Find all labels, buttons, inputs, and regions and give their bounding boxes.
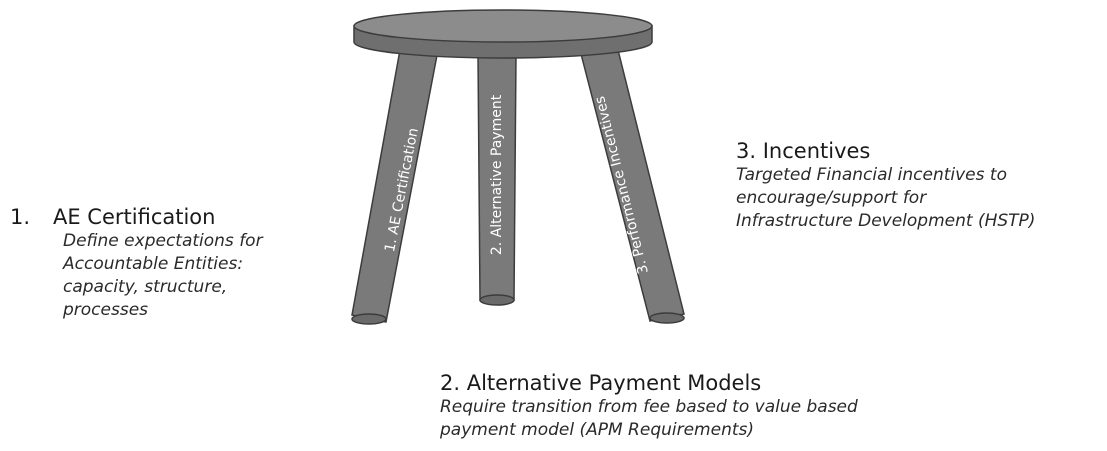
- pillar-ae-line: Define expectations for: [63, 231, 263, 251]
- pillar-ae-line: capacity, structure,: [63, 277, 228, 297]
- pillar-incentives-line: encourage/support for: [736, 188, 927, 208]
- pillar-incentives: 3. Incentives Targeted Financial incenti…: [736, 138, 1035, 233]
- pillar-apm-heading: 2. Alternative Payment Models: [440, 370, 858, 396]
- pillar-incentives-title: Incentives: [762, 139, 871, 163]
- stool-leg-left-foot: [351, 313, 387, 325]
- pillar-incentives-line: Infrastructure Development (HSTP): [736, 211, 1036, 231]
- stool-seat-top: [353, 9, 653, 43]
- pillar-ae-line: Accountable Entities:: [63, 254, 244, 274]
- pillar-incentives-heading: 3. Incentives: [736, 138, 1035, 164]
- pillar-ae-certification: 1. AE Certification Define expectations f…: [10, 204, 263, 322]
- pillar-incentives-number: 3.: [736, 139, 757, 163]
- pillar-incentives-line: Targeted Financial incentives to: [736, 165, 1007, 185]
- pillar-apm-number: 2.: [440, 371, 461, 395]
- leg-label-alternative-payment: 2. Alternative Payment: [489, 94, 505, 255]
- pillar-ae-title: AE Certification: [53, 205, 216, 229]
- pillar-apm-line: Require transition from fee based to val…: [440, 397, 858, 417]
- stool-leg-middle-foot: [479, 294, 515, 306]
- stool-leg-right-foot: [649, 312, 685, 324]
- pillar-alternative-payment-models: 2. Alternative Payment Models Require tr…: [440, 370, 858, 442]
- pillar-ae-line: processes: [63, 300, 149, 320]
- pillar-apm-title: Alternative Payment Models: [466, 371, 762, 395]
- pillar-apm-line: payment model (APM Requirements): [440, 420, 755, 440]
- stool-leg-right: [579, 49, 685, 322]
- pillar-ae-number: 1.: [10, 205, 31, 229]
- pillar-ae-heading: 1. AE Certification: [10, 204, 263, 230]
